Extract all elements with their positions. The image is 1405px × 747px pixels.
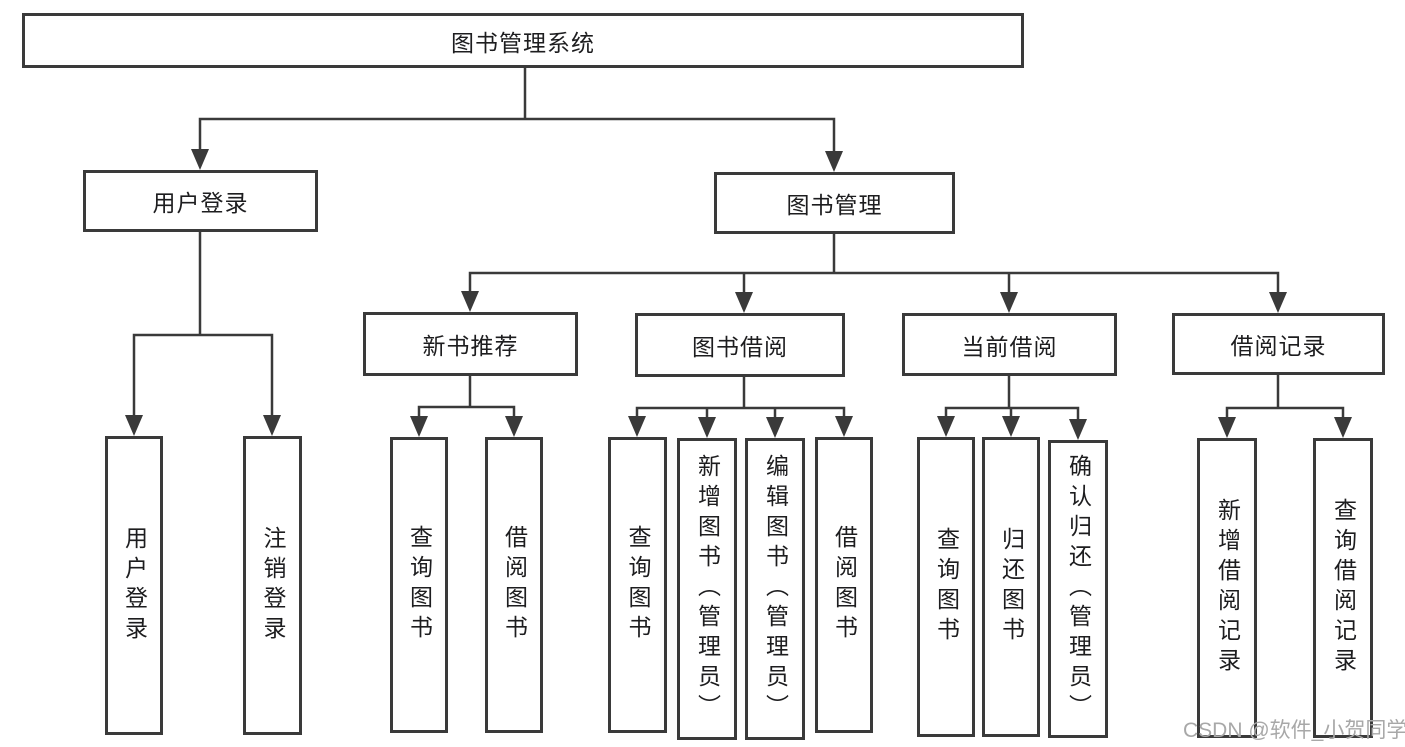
leaf-user-login: 用户登录 <box>105 436 163 735</box>
node-book-mgmt: 图书管理 <box>714 172 955 234</box>
node-label: 新增图书（管理员） <box>694 454 721 724</box>
connector-book-mgmt-sections <box>468 232 1280 307</box>
node-label: 借阅图书 <box>831 525 858 645</box>
node-label: 借阅记录 <box>1230 333 1327 359</box>
node-current-borrow: 当前借阅 <box>902 313 1117 376</box>
node-book-borrow: 图书借阅 <box>635 313 845 377</box>
node-root: 图书管理系统 <box>22 13 1024 68</box>
node-label: 注销登录 <box>260 525 286 646</box>
connector-user-login-children <box>132 230 274 430</box>
node-borrow-records: 借阅记录 <box>1172 313 1385 375</box>
node-label: 图书管理 <box>786 192 883 218</box>
connector-lines <box>132 66 1345 434</box>
leaf-current-confirm: 确认归还（管理员） <box>1048 440 1108 738</box>
connector-new-book-children <box>417 374 516 431</box>
node-new-book-rec: 新书推荐 <box>363 312 578 376</box>
node-label: 查询图书 <box>625 525 651 645</box>
leaf-records-query: 查询借阅记录 <box>1313 438 1373 738</box>
connector-book-borrow-children <box>635 375 846 432</box>
node-label: 查询图书 <box>406 525 433 645</box>
leaf-borrow-borrow: 借阅图书 <box>815 437 873 733</box>
leaf-records-add: 新增借阅记录 <box>1197 438 1257 738</box>
csdn-watermark: CSDN @软件_小贺同学 <box>1183 719 1405 742</box>
node-label: 当前借阅 <box>961 333 1058 360</box>
leaf-borrow-edit: 编辑图书（管理员） <box>745 438 805 740</box>
node-label: 图书管理系统 <box>451 29 595 56</box>
node-label: 用户登录 <box>121 525 148 646</box>
leaf-newbook-query: 查询图书 <box>390 437 448 733</box>
leaf-current-return: 归还图书 <box>982 437 1040 737</box>
node-label: 查询图书 <box>933 527 960 647</box>
node-label: 图书借阅 <box>692 334 788 360</box>
node-label: 用户登录 <box>152 190 249 216</box>
node-user-login: 用户登录 <box>83 170 318 232</box>
node-label: 查询借阅记录 <box>1330 498 1357 678</box>
node-label: 新增借阅记录 <box>1214 498 1241 678</box>
connector-borrow-records-children <box>1225 373 1345 432</box>
node-label: 编辑图书（管理员） <box>762 454 789 724</box>
leaf-newbook-borrow: 借阅图书 <box>485 437 543 733</box>
node-label: 归还图书 <box>998 527 1025 647</box>
node-label: 借阅图书 <box>501 525 528 645</box>
leaf-borrow-add: 新增图书（管理员） <box>677 438 737 740</box>
leaf-current-query: 查询图书 <box>917 437 975 737</box>
node-label: 新书推荐 <box>422 333 519 359</box>
connector-current-borrow-children <box>944 374 1080 434</box>
node-label: 确认归还（管理员） <box>1065 454 1092 724</box>
connector-root-to-level2 <box>198 66 836 166</box>
leaf-logout: 注销登录 <box>243 436 302 735</box>
leaf-borrow-query: 查询图书 <box>608 437 667 733</box>
